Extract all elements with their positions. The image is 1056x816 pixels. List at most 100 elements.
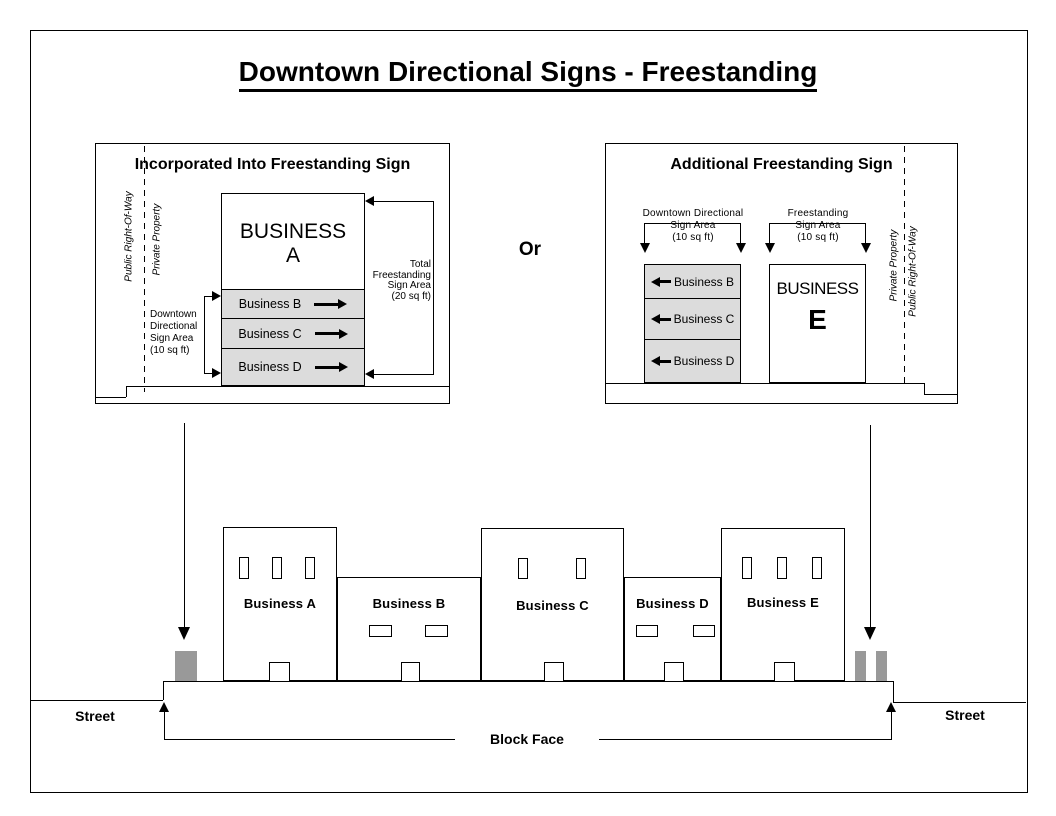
door: [774, 662, 795, 682]
property-boundary-dashed-line: [904, 146, 905, 383]
up-arrowhead-icon: [886, 702, 896, 712]
right-arrowhead-icon: [212, 368, 221, 378]
door: [544, 662, 564, 682]
street-line-right: [893, 702, 1026, 703]
block-ground-line: [163, 681, 893, 682]
sign-panel-business-a: BUSINESS A: [239, 219, 347, 267]
window: [518, 558, 528, 579]
panel-title: Additional Freestanding Sign: [670, 156, 893, 173]
right-sign-location-arrow: [870, 425, 871, 628]
window: [272, 557, 282, 579]
bracket-line: [644, 223, 645, 244]
window: [425, 625, 448, 637]
left-arrowhead-icon: [365, 196, 374, 206]
bracket-line: [740, 223, 741, 244]
curb-step-line: [924, 383, 925, 394]
street-ground-line: [924, 394, 957, 395]
ground-line: [606, 383, 924, 384]
bracket-line: [204, 296, 214, 297]
building-label: Business A: [243, 596, 317, 611]
window: [305, 557, 315, 579]
total-sign-area-note: Total Freestanding Sign Area (20 sq ft): [372, 259, 431, 302]
down-arrowhead-icon: [861, 243, 871, 253]
street-label-right: Street: [945, 707, 985, 723]
window: [576, 558, 586, 579]
building-business-e: Business E: [721, 528, 845, 682]
total-area-bracket-line: [433, 201, 434, 375]
street-line-left: [31, 700, 163, 701]
public-right-of-way-label: Public Right-Of-Way: [907, 226, 919, 317]
page-title: Downtown Directional Signs - Freestandin…: [0, 56, 1056, 92]
door: [401, 662, 420, 682]
down-arrowhead-icon: [178, 627, 190, 640]
sign-row-business-d: Business D: [645, 339, 740, 382]
sign-row-business-d: Business D: [222, 348, 364, 385]
right-arrow-icon: [314, 362, 348, 372]
public-right-of-way-label: Public Right-Of-Way: [123, 191, 135, 282]
curb-step-line: [163, 681, 164, 700]
building-label: Business C: [516, 598, 589, 613]
sign-row-business-c: Business C: [645, 298, 740, 339]
down-arrowhead-icon: [640, 243, 650, 253]
door: [269, 662, 290, 682]
right-arrowhead-icon: [212, 291, 221, 301]
bracket-line: [204, 373, 214, 374]
downtown-directional-sign: Business B Business C Business D: [644, 264, 741, 383]
building-business-d: Business D: [624, 577, 721, 682]
right-arrow-icon: [314, 328, 348, 339]
window: [369, 625, 392, 637]
bracket-line: [644, 223, 741, 224]
window: [812, 557, 822, 579]
window: [636, 625, 658, 637]
street-label-left: Street: [75, 708, 115, 724]
left-arrow-icon: [650, 314, 671, 324]
sign-row-business-c: Business C: [222, 318, 364, 348]
left-arrowhead-icon: [365, 369, 374, 379]
building-label: Business D: [636, 596, 709, 611]
block-face-label: Block Face: [455, 731, 599, 747]
sign-post: [876, 651, 887, 681]
street-ground-line: [96, 397, 126, 398]
up-arrowhead-icon: [159, 702, 169, 712]
freestanding-sign-area-note: Freestanding Sign Area (10 sq ft): [787, 208, 849, 243]
panel-incorporated-sign: Incorporated Into Freestanding Sign Publ…: [95, 143, 450, 404]
directional-area-bracket-line: [204, 296, 205, 374]
bracket-line: [865, 223, 866, 244]
curb-step-line: [893, 681, 894, 702]
left-sign-location-arrow: [184, 423, 185, 628]
bracket-line: [769, 223, 770, 244]
property-boundary-dashed-line: [144, 146, 145, 392]
curb-step-line: [126, 386, 127, 397]
window: [239, 557, 249, 579]
private-property-label: Private Property: [888, 229, 900, 302]
sign-row-business-b: Business B: [222, 289, 364, 318]
right-arrow-icon: [314, 299, 348, 309]
window: [693, 625, 715, 637]
bracket-line: [373, 374, 434, 375]
panel-title: Incorporated Into Freestanding Sign: [134, 156, 411, 173]
private-property-label: Private Property: [151, 203, 163, 276]
sign-post: [175, 651, 197, 681]
door: [664, 662, 684, 682]
directional-sign-area-note: Downtown Directional Sign Area (10 sq ft…: [642, 208, 744, 243]
freestanding-sign: BUSINESS A Business B Business C Busines…: [221, 193, 365, 386]
outer-border: [30, 30, 1028, 793]
left-arrow-icon: [650, 276, 671, 287]
down-arrowhead-icon: [765, 243, 775, 253]
window: [777, 557, 787, 579]
ground-line: [126, 386, 449, 387]
building-business-b: Business B: [337, 577, 481, 682]
sign-row-business-b: Business B: [645, 265, 740, 298]
bracket-line: [373, 201, 434, 202]
building-label: Business B: [372, 596, 446, 611]
building-business-a: Business A: [223, 527, 337, 682]
freestanding-sign-business-e: BUSINESS E: [769, 264, 866, 383]
or-label: Or: [518, 239, 542, 260]
sign-post: [855, 651, 866, 681]
building-business-c: Business C: [481, 528, 624, 682]
bracket-line: [891, 711, 892, 739]
down-arrowhead-icon: [864, 627, 876, 640]
panel-additional-sign: Additional Freestanding Sign Private Pro…: [605, 143, 958, 404]
window: [742, 557, 752, 579]
